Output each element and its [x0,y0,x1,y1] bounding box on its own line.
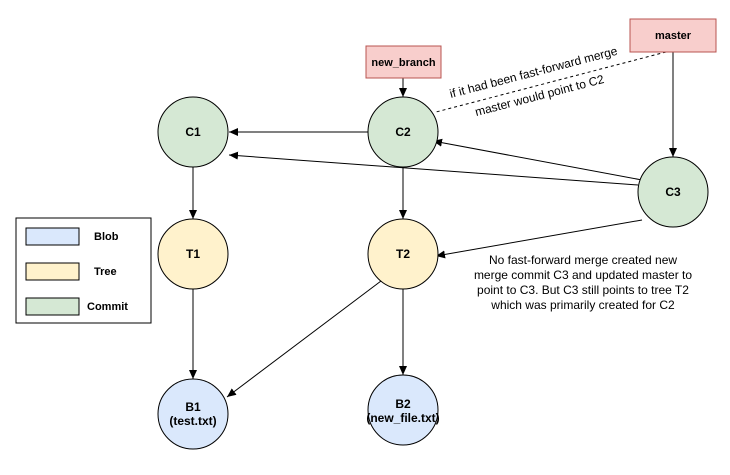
legend-swatch-blob [25,227,80,246]
node-c1-circle [157,96,229,168]
node-b2: B2 (new_file.txt) [366,374,440,446]
node-c3: C3 [637,156,709,228]
node-c2-label: C2 [395,125,411,139]
node-b2-label-name: B2 [395,397,411,411]
legend-label-tree: Tree [94,266,117,278]
node-c3-label: C3 [665,185,681,199]
legend-label-blob: Blob [94,231,119,243]
merge-note-line-3: point to C3. But C3 still points to tree… [477,283,689,297]
ff-annotation: if it had been fast-forward merge master… [448,44,619,119]
node-b1: B1 (test.txt) [157,378,229,450]
merge-note-line-2: merge commit C3 and updated master to [474,268,692,282]
node-t1-circle [157,218,229,290]
node-b2-circle [367,374,439,446]
node-b1-label-name: B1 [185,400,201,414]
legend: Blob Tree Commit [15,217,152,324]
merge-note: No fast-forward merge created new merge … [474,253,692,312]
node-c2-circle [367,96,439,168]
node-b1-label-file: (test.txt) [169,414,216,428]
node-t2-circle [367,218,439,290]
node-c2: C2 [367,96,439,168]
node-c1: C1 [157,96,229,168]
branch-master-box [629,18,717,53]
legend-swatch-commit [25,297,80,316]
node-c3-circle [637,156,709,228]
branch-master: master [629,18,717,53]
legend-swatch-tree [25,262,80,281]
merge-note-line-4: which was primarily created for C2 [490,298,675,312]
branch-new-branch-label: new_branch [371,57,435,69]
node-t1: T1 [157,218,229,290]
edges [189,51,677,398]
node-t1-label: T1 [186,247,200,261]
merge-note-line-1: No fast-forward merge created new [489,253,677,267]
node-t2: T2 [367,218,439,290]
node-c1-label: C1 [185,125,201,139]
edge-c3-t2 [435,219,643,259]
edge-c3-c2 [432,138,643,181]
legend-label-commit: Commit [87,301,128,313]
edge-master-c2-dashed [435,51,667,113]
branch-new-branch-box [365,45,442,79]
edge-c3-c1 [228,151,639,186]
node-b2-label-file: (new_file.txt) [366,411,439,425]
branch-master-label: master [655,30,692,42]
node-b1-circle [157,378,229,450]
edge-t2-b1 [226,280,382,398]
node-t2-label: T2 [396,247,410,261]
branch-new-branch: new_branch [365,45,442,79]
